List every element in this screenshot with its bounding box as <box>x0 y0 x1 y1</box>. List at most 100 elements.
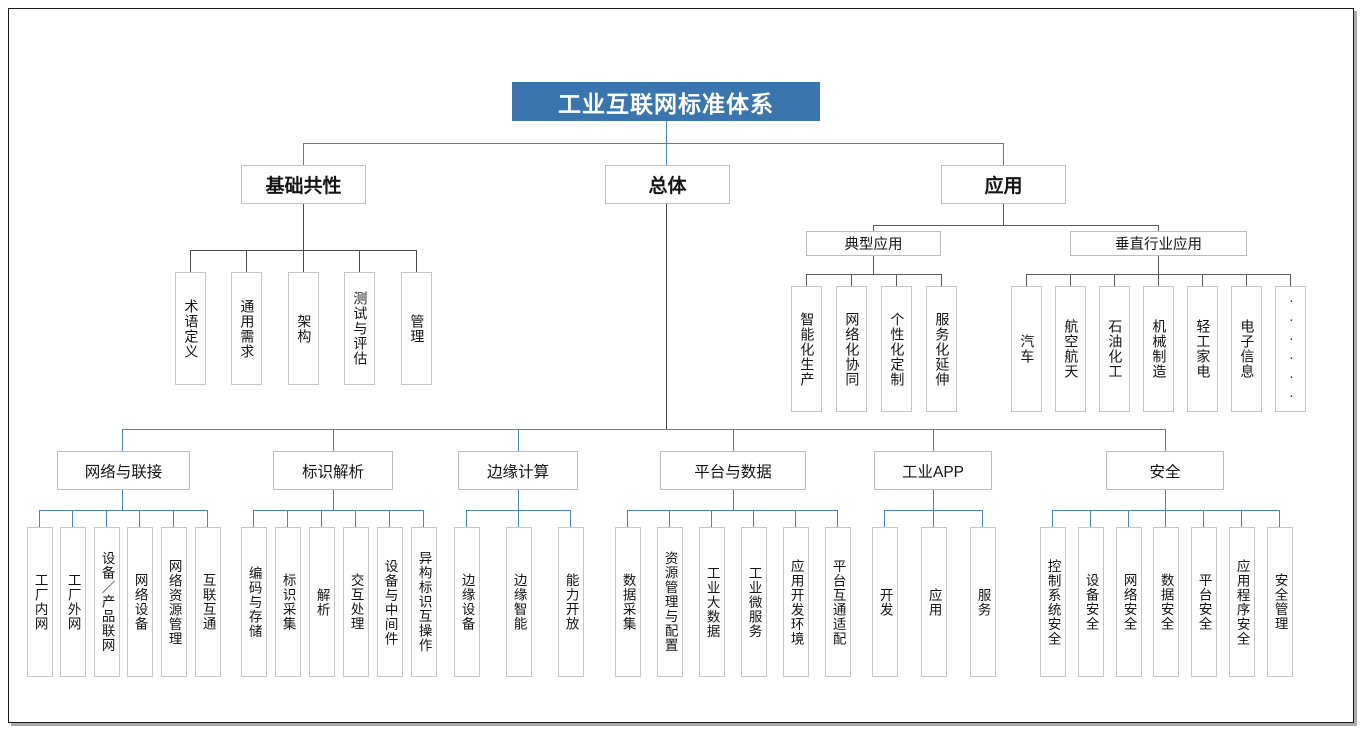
connector-overall-drop-5 <box>1165 429 1166 451</box>
connector-identification-drop-5 <box>423 510 424 527</box>
leaf-label: 互联互通 <box>200 573 216 631</box>
leaf-development[interactable]: 开发 <box>872 527 898 677</box>
leaf-interconnection[interactable]: 互联互通 <box>195 527 221 677</box>
leaf-factory-intranet[interactable]: 工厂内网 <box>27 527 53 677</box>
connector-app-drop-0 <box>884 510 885 527</box>
leaf-label: 工厂内网 <box>32 573 48 631</box>
node-network-and-connection[interactable]: 网络与联接 <box>57 451 190 490</box>
leaf-network-resource-management[interactable]: 网络资源管理 <box>161 527 187 677</box>
leaf-resource-management-and-configuration[interactable]: 资源管理与配置 <box>657 527 683 677</box>
leaf-interaction-processing[interactable]: 交互处理 <box>343 527 369 677</box>
node-security[interactable]: 安全 <box>1106 451 1224 490</box>
leaf-label: 数据安全 <box>1158 573 1174 631</box>
leaf-label: 工业大数据 <box>704 565 720 639</box>
leaf-label: 平台安全 <box>1196 573 1212 631</box>
leaf-service[interactable]: 服务 <box>970 527 996 677</box>
leaf-ellipsis[interactable]: ······ <box>1275 286 1306 412</box>
node-industrial-app[interactable]: 工业APP <box>874 451 992 490</box>
connector-edge-drop-2 <box>570 510 571 527</box>
leaf-factory-extranet[interactable]: 工厂外网 <box>60 527 86 677</box>
leaf-label: 控制系统安全 <box>1045 558 1061 646</box>
node-overall[interactable]: 总体 <box>605 165 730 204</box>
leaf-network-equipment[interactable]: 网络设备 <box>127 527 153 677</box>
node-identification-resolution[interactable]: 标识解析 <box>273 451 393 490</box>
node-typical-application[interactable]: 典型应用 <box>806 231 941 256</box>
leaf-terminology-definition[interactable]: 术语定义 <box>175 272 206 385</box>
connector-security-drop-0 <box>1052 510 1053 527</box>
leaf-label: 智能化生产 <box>799 311 816 387</box>
connector-network-stem <box>122 490 123 510</box>
leaf-management[interactable]: 管理 <box>401 272 432 385</box>
leaf-coding-and-storage[interactable]: 编码与存储 <box>241 527 267 677</box>
connector-platform-stem <box>733 490 734 510</box>
leaf-label: 轻工家电 <box>1195 319 1212 379</box>
node-application[interactable]: 应用 <box>941 165 1066 204</box>
leaf-platform-interoperability-adaptation[interactable]: 平台互通适配 <box>825 527 851 677</box>
leaf-architecture[interactable]: 架构 <box>288 272 319 385</box>
leaf-application-program-security[interactable]: 应用程序安全 <box>1229 527 1255 677</box>
leaf-data-security[interactable]: 数据安全 <box>1153 527 1179 677</box>
leaf-network-security[interactable]: 网络安全 <box>1116 527 1142 677</box>
connector-platform-bus <box>627 510 837 511</box>
node-typical-application-label: 典型应用 <box>844 237 903 253</box>
leaf-application[interactable]: 应用 <box>921 527 947 677</box>
leaf-label: 设备／产品联网 <box>99 551 115 653</box>
leaf-control-system-security[interactable]: 控制系统安全 <box>1040 527 1066 677</box>
node-label: 标识解析 <box>301 463 364 481</box>
leaf-device-product-networking[interactable]: 设备／产品联网 <box>94 527 120 677</box>
connector-typical-drop-0 <box>806 274 807 286</box>
leaf-heterogeneous-identifier-interoperation[interactable]: 异构标识互操作 <box>411 527 437 677</box>
leaf-device-security[interactable]: 设备安全 <box>1078 527 1104 677</box>
leaf-test-and-evaluation[interactable]: 测试与评估 <box>344 272 375 385</box>
leaf-label: 开发 <box>877 587 893 617</box>
leaf-data-collection[interactable]: 数据采集 <box>615 527 641 677</box>
leaf-label: 电子信息 <box>1239 319 1256 379</box>
leaf-resolution[interactable]: 解析 <box>309 527 335 677</box>
node-label: 网络与联接 <box>84 463 163 481</box>
connector-identification-drop-4 <box>389 510 390 527</box>
node-vertical-industry-application[interactable]: 垂直行业应用 <box>1070 231 1247 256</box>
connector-application-bus <box>873 225 1158 226</box>
leaf-label: 网络安全 <box>1121 573 1137 631</box>
leaf-networked-collaboration[interactable]: 网络化协同 <box>836 286 867 412</box>
leaf-label: 管理 <box>409 313 426 344</box>
leaf-machinery-manufacturing[interactable]: 机械制造 <box>1143 286 1174 412</box>
leaf-label: 机械制造 <box>1151 319 1168 379</box>
node-edge-computing[interactable]: 边缘计算 <box>458 451 578 490</box>
node-basic-common-label: 基础共性 <box>265 176 342 197</box>
leaf-label: 石油化工 <box>1107 319 1124 379</box>
leaf-edge-device[interactable]: 边缘设备 <box>454 527 480 677</box>
leaf-platform-security[interactable]: 平台安全 <box>1191 527 1217 677</box>
leaf-security-management[interactable]: 安全管理 <box>1267 527 1293 677</box>
leaf-light-industry-appliances[interactable]: 轻工家电 <box>1187 286 1218 412</box>
node-basic-common[interactable]: 基础共性 <box>241 165 366 204</box>
leaf-petrochemical[interactable]: 石油化工 <box>1099 286 1130 412</box>
leaf-electronic-information[interactable]: 电子信息 <box>1231 286 1262 412</box>
leaf-capability-opening[interactable]: 能力开放 <box>558 527 584 677</box>
leaf-identification-collection[interactable]: 标识采集 <box>275 527 301 677</box>
connector-network-drop-1 <box>72 510 73 527</box>
connector-overall-drop-3 <box>733 429 734 451</box>
leaf-aerospace[interactable]: 航空航天 <box>1055 286 1086 412</box>
leaf-application-development-environment[interactable]: 应用开发环境 <box>783 527 809 677</box>
leaf-label: 个性化定制 <box>889 311 906 387</box>
leaf-industrial-microservices[interactable]: 工业微服务 <box>741 527 767 677</box>
leaf-service-extension[interactable]: 服务化延伸 <box>926 286 957 412</box>
connector-identification-drop-1 <box>287 510 288 527</box>
root-node-industrial-internet-standard-system[interactable]: 工业互联网标准体系 <box>512 82 820 121</box>
leaf-industrial-big-data[interactable]: 工业大数据 <box>699 527 725 677</box>
leaf-personalized-customization[interactable]: 个性化定制 <box>881 286 912 412</box>
leaf-device-and-middleware[interactable]: 设备与中间件 <box>377 527 403 677</box>
connector-overall-drop-2 <box>518 429 519 451</box>
connector-platform-drop-5 <box>837 510 838 527</box>
node-platform-and-data[interactable]: 平台与数据 <box>660 451 806 490</box>
connector-security-drop-5 <box>1241 510 1242 527</box>
leaf-label: 汽车 <box>1019 334 1036 364</box>
leaf-label: 服务 <box>975 587 991 617</box>
leaf-intelligent-production[interactable]: 智能化生产 <box>791 286 822 412</box>
leaf-label: 通用需求 <box>239 298 256 359</box>
leaf-general-requirements[interactable]: 通用需求 <box>231 272 262 385</box>
leaf-automobile[interactable]: 汽车 <box>1011 286 1042 412</box>
connector-basic-drop-0 <box>190 250 191 272</box>
leaf-edge-intelligence[interactable]: 边缘智能 <box>506 527 532 677</box>
